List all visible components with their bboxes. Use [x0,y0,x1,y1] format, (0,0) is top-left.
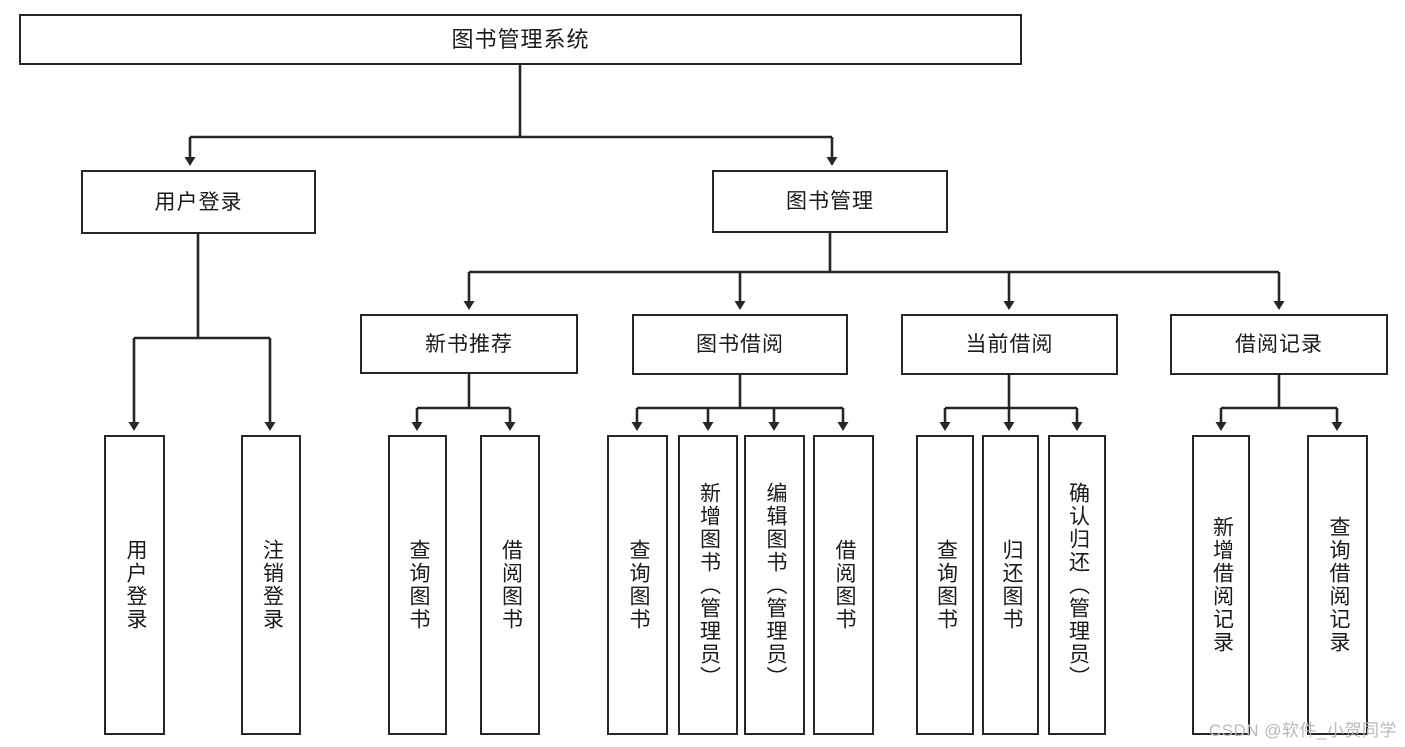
leaf-return-book[interactable]: 归还图书 [982,435,1039,735]
node-label: 注销登录 [260,539,284,631]
node-label: 用户登录 [154,190,243,214]
node-label: 用户登录 [123,539,147,631]
leaf-add-book-admin[interactable]: 新增图书（管理员） [678,435,738,735]
leaf-query-book-recommend[interactable]: 查询图书 [388,435,447,735]
leaf-query-book-current[interactable]: 查询图书 [916,435,974,735]
node-user-login[interactable]: 用户登录 [81,170,316,234]
node-current-borrow[interactable]: 当前借阅 [901,314,1118,375]
node-label: 确认归还（管理员） [1066,481,1090,689]
leaf-confirm-return-admin[interactable]: 确认归还（管理员） [1048,435,1106,735]
node-label: 图书借阅 [696,333,784,356]
node-label: 新书推荐 [425,332,513,356]
leaf-borrow-book-recommend[interactable]: 借阅图书 [480,435,540,735]
node-label: 当前借阅 [965,333,1054,356]
node-label: 编辑图书（管理员） [763,481,787,689]
node-new-book-recommend[interactable]: 新书推荐 [360,314,578,374]
node-label: 查询图书 [934,539,958,631]
node-borrow-record[interactable]: 借阅记录 [1170,314,1388,375]
node-label: 归还图书 [999,539,1023,631]
node-label: 借阅记录 [1235,333,1323,356]
csdn-watermark: CSDN @软件_小贺同学 [1208,721,1397,740]
leaf-borrow-book[interactable]: 借阅图书 [813,435,874,735]
leaf-user-logout[interactable]: 注销登录 [241,435,301,735]
leaf-query-borrow-record[interactable]: 查询借阅记录 [1307,435,1368,735]
node-label: 新增图书（管理员） [697,481,721,689]
node-book-borrow[interactable]: 图书借阅 [632,314,848,375]
leaf-edit-book-admin[interactable]: 编辑图书（管理员） [744,435,805,735]
node-label: 图书管理 [786,190,874,213]
node-root-system[interactable]: 图书管理系统 [19,14,1022,65]
node-label: 查询图书 [626,539,650,631]
node-label: 查询借阅记录 [1326,516,1350,654]
node-label: 查询图书 [406,539,430,631]
node-label: 借阅图书 [499,539,523,631]
node-label: 图书管理系统 [451,26,590,52]
node-label: 借阅图书 [832,539,856,631]
node-label: 新增借阅记录 [1210,516,1234,654]
leaf-user-login[interactable]: 用户登录 [104,435,165,735]
leaf-add-borrow-record[interactable]: 新增借阅记录 [1192,435,1250,735]
node-book-manage[interactable]: 图书管理 [712,170,948,233]
leaf-query-book-borrow[interactable]: 查询图书 [607,435,668,735]
